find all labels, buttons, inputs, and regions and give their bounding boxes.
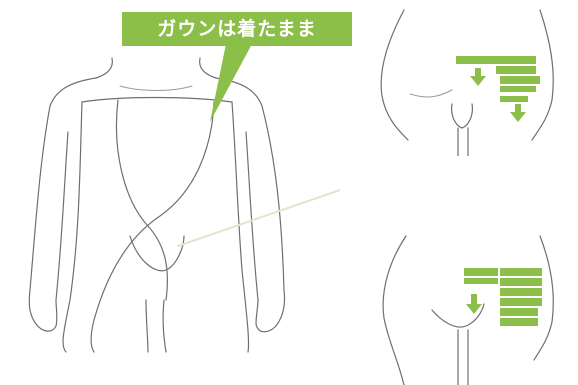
bottom-towel-strip-5 <box>500 298 542 306</box>
top-towel-strip-3 <box>496 66 536 74</box>
down-arrow-icon <box>466 294 482 314</box>
bottom-towel-strip-4 <box>500 288 542 296</box>
groin-line <box>130 236 184 271</box>
top-groin-line <box>452 104 473 128</box>
front-body-figure <box>29 58 340 352</box>
bottom-towel-strip-1 <box>464 268 498 276</box>
gown-overlap-left <box>116 100 167 300</box>
top-body-left-contour <box>381 10 408 140</box>
panel-separator <box>340 156 578 236</box>
bottom-body-left-contour <box>383 236 406 385</box>
top-towel-strip-2 <box>496 56 536 64</box>
gown-top-edge <box>82 98 232 103</box>
top-hip-line <box>410 90 452 97</box>
hip-figure-top <box>381 10 553 156</box>
left-arm-inner <box>56 132 68 300</box>
down-arrow-icon <box>470 68 486 86</box>
neck-right-line <box>200 58 216 78</box>
collarbone-line <box>120 86 192 91</box>
bottom-towel-strip-7 <box>500 318 538 326</box>
callout-tail <box>210 44 252 122</box>
gown-overlap-right <box>91 102 214 352</box>
right-hand <box>256 300 276 332</box>
left-hand <box>36 300 57 331</box>
shoulder-left-line <box>50 78 96 106</box>
left-leg-inner <box>146 300 148 352</box>
top-towel-strip-4 <box>500 76 540 84</box>
faint-guide-line <box>178 190 340 246</box>
right-leg-inner <box>163 300 166 352</box>
down-arrow-icon <box>510 104 526 122</box>
bottom-towel-strip-8 <box>464 278 498 284</box>
left-arm-outer <box>29 106 50 324</box>
bottom-towel-strip-6 <box>500 308 538 316</box>
top-body-right-contour <box>532 10 553 140</box>
callout-text: ガウンは着たまま <box>124 14 350 44</box>
neck-left-line <box>96 58 112 78</box>
right-arm-inner <box>246 132 258 300</box>
bottom-towel-strip-2 <box>500 268 542 276</box>
top-towel-strip-6 <box>500 96 528 102</box>
bottom-towel-strip-3 <box>500 278 542 286</box>
top-towel-strip-5 <box>500 86 536 92</box>
hip-figure-bottom <box>383 236 553 385</box>
gown-left-side <box>63 102 82 352</box>
